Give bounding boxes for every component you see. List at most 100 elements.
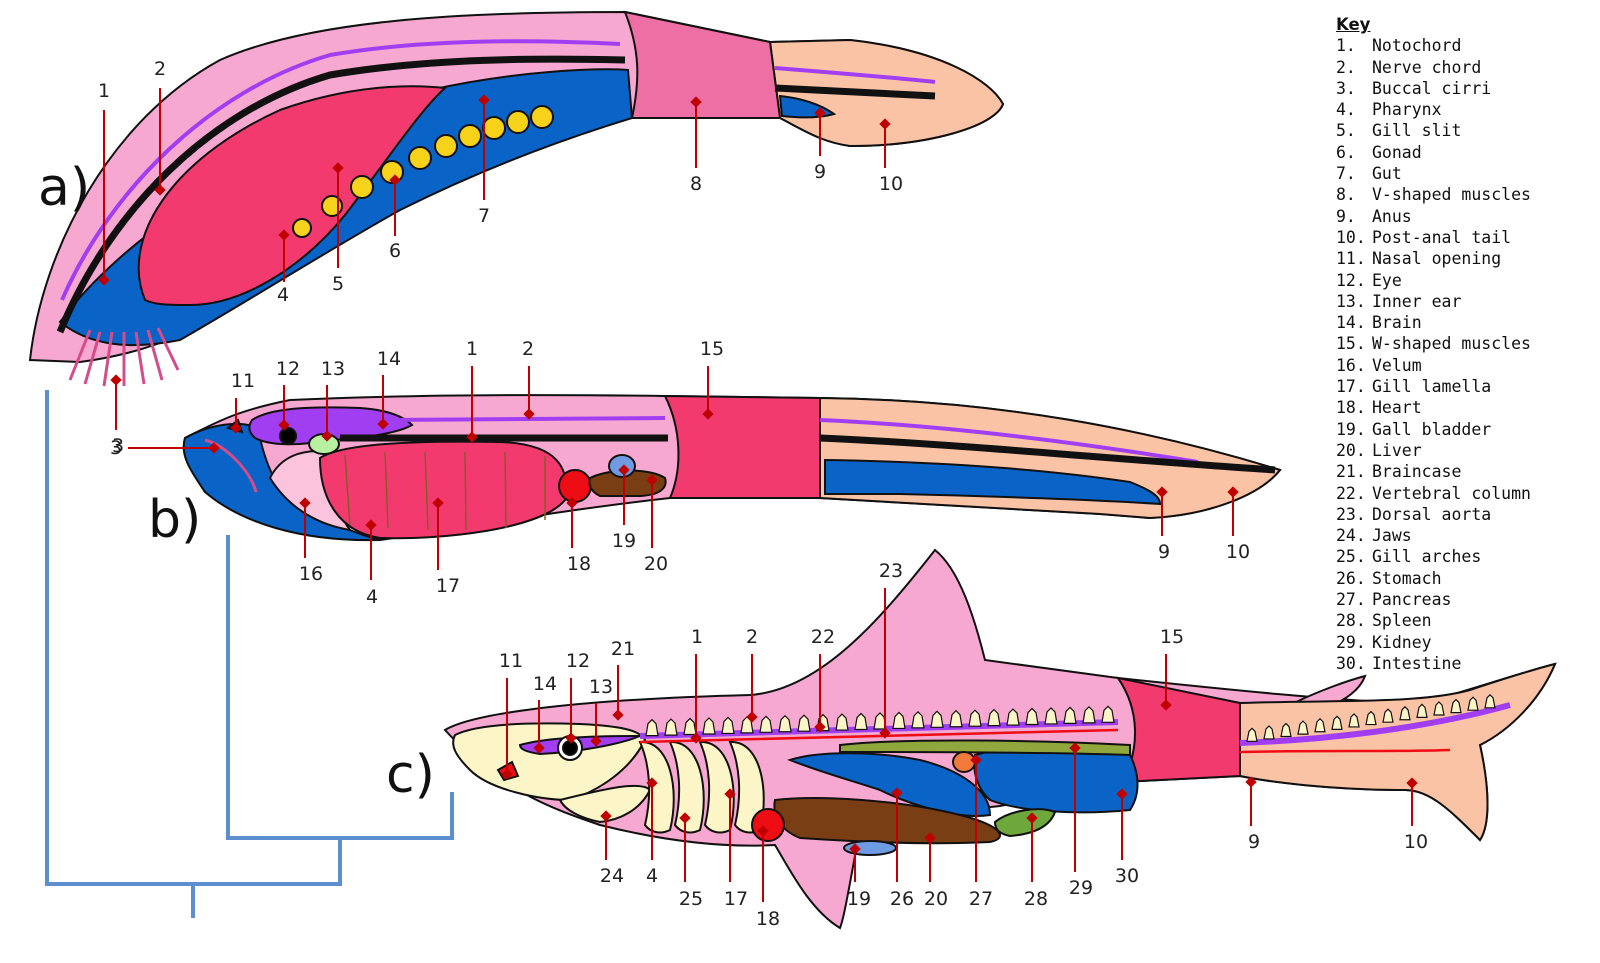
callout-marker: [679, 812, 691, 824]
lancelet-pharynx: [137, 85, 448, 307]
callout-marker: [1026, 812, 1038, 824]
panel-letter-a: a): [38, 158, 90, 218]
key-item-label: Gill lamella: [1372, 377, 1492, 397]
key-item-label: Intestine: [1372, 653, 1462, 673]
vertebra: [1348, 713, 1360, 728]
key-item-label: Dorsal aorta: [1372, 504, 1492, 524]
key-item-number: 20.: [1336, 440, 1366, 460]
key-item-number: 24.: [1336, 526, 1366, 546]
key-item: 23.Dorsal aorta: [1336, 504, 1596, 525]
key-item-number: 5.: [1336, 121, 1356, 141]
vertebra: [1382, 708, 1394, 723]
key-item-number: 1.: [1336, 36, 1356, 56]
key-item: 2.Nerve chord: [1336, 57, 1596, 78]
shark-liver: [773, 797, 1001, 845]
callout-label: 3: [112, 435, 124, 457]
key-item: 1.Notochord: [1336, 35, 1596, 56]
vertebra: [1433, 701, 1445, 716]
callout-marker: [1406, 777, 1418, 789]
cladogram-branch-left: [45, 390, 342, 886]
callout-label: 14: [533, 673, 557, 695]
callout-marker: [1069, 742, 1081, 754]
key-item-number: 21.: [1336, 462, 1366, 482]
lancelet-cirri: [68, 327, 180, 387]
key-item: 3.Buccal cirri: [1336, 78, 1596, 99]
key-item-label: Inner ear: [1372, 291, 1462, 311]
key-item: 5.Gill slit: [1336, 120, 1596, 141]
callout-label: 4: [646, 865, 658, 887]
callout-marker: [1245, 776, 1257, 788]
key-item: 11.Nasal opening: [1336, 248, 1596, 269]
callout-label: 10: [1226, 541, 1250, 563]
key-item: 18.Heart: [1336, 397, 1596, 418]
lancelet-illustration: [28, 10, 1005, 387]
key-item: 27. Pancreas: [1336, 589, 1596, 610]
key-item: 6.Gonad: [1336, 142, 1596, 163]
key-item-label: W-shaped muscles: [1372, 334, 1531, 354]
shark-dorsal-aorta: [639, 728, 1451, 754]
key-item: 29.Kidney: [1336, 632, 1596, 653]
vertebra: [1082, 706, 1096, 724]
vertebra: [721, 716, 735, 735]
lamprey-gut: [824, 458, 1162, 506]
callout-label: 9: [1158, 541, 1170, 563]
key-item-label: Heart: [1372, 398, 1422, 418]
vertebra: [664, 718, 678, 736]
key-item-number: 29.: [1336, 632, 1366, 652]
callout-label: 26: [890, 888, 914, 910]
key-item-number: 27.: [1336, 590, 1366, 610]
key-item-label: Pancreas: [1372, 590, 1452, 610]
vertebra: [911, 711, 925, 729]
vertebra: [1006, 708, 1020, 726]
callout-label: 12: [566, 650, 590, 672]
callout-label: 14: [377, 348, 401, 370]
key-item-label: Gill arches: [1372, 547, 1482, 567]
callout-marker: [278, 419, 290, 431]
key-item-number: 26.: [1336, 568, 1366, 588]
shark-pancreas: [952, 751, 976, 773]
lancelet-notochord: [56, 55, 936, 334]
key-item-label: Buccal cirri: [1372, 78, 1492, 98]
key-item-number: 13.: [1336, 291, 1366, 311]
callout-marker: [612, 709, 624, 721]
callout-marker: [746, 711, 758, 723]
callout-marker: [1227, 486, 1239, 498]
panel-letter-b: b): [148, 490, 201, 550]
key-item-label: Anus: [1372, 206, 1412, 226]
vertebra: [1280, 722, 1292, 738]
callout-marker: [618, 464, 630, 476]
vertebra: [1467, 696, 1479, 711]
key-item-number: 30.: [1336, 653, 1366, 673]
lamprey-gall-bladder: [608, 454, 636, 478]
key-item-label: Gall bladder: [1372, 419, 1492, 439]
key-item: 28.Spleen: [1336, 610, 1596, 631]
vertebra: [1297, 720, 1309, 735]
lamprey-heart: [558, 469, 592, 503]
callout-label: 15: [1160, 626, 1184, 648]
callout-marker: [891, 787, 903, 799]
callout-marker: [814, 721, 826, 733]
callout-marker: [970, 754, 982, 766]
key-item-number: 11.: [1336, 249, 1366, 269]
key-item-number: 4.: [1336, 100, 1356, 120]
callout-label: 3: [110, 437, 122, 459]
callout-label: 2: [154, 58, 166, 80]
key-item-number: 9.: [1336, 206, 1356, 226]
key-item: 12.Eye: [1336, 270, 1596, 291]
key-item-label: Gonad: [1372, 142, 1422, 162]
callout-label: 28: [1024, 888, 1048, 910]
callout-label: 19: [612, 530, 636, 552]
callout-marker: [110, 374, 122, 386]
key-item: 16.Velum: [1336, 355, 1596, 376]
vertebra: [1365, 710, 1377, 726]
key-item: 21.Braincase: [1336, 461, 1596, 482]
vertebra: [1484, 693, 1496, 709]
key-item-label: Stomach: [1372, 568, 1442, 588]
callout-label: 1: [98, 80, 110, 102]
key-item: 4.Pharynx: [1336, 99, 1596, 120]
key-item-label: Brain: [1372, 313, 1422, 333]
callout-label: 17: [436, 575, 460, 597]
cladogram: [45, 390, 454, 918]
